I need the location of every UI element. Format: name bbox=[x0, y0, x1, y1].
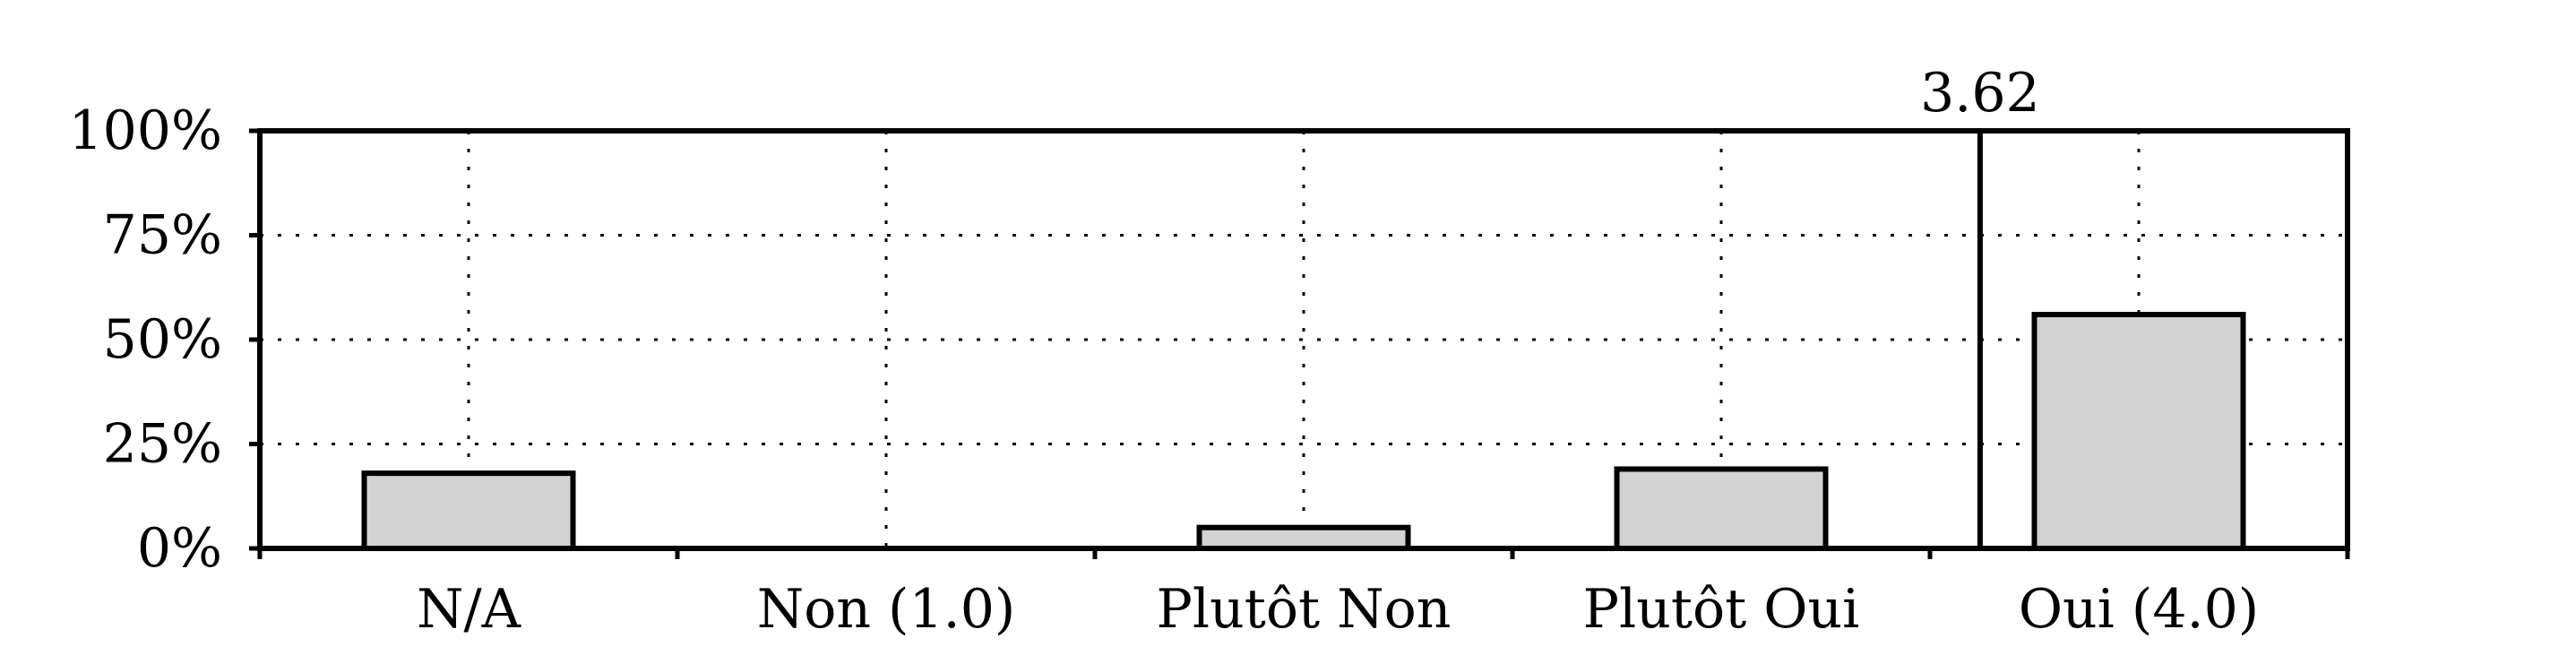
y-tick-label: 50% bbox=[103, 308, 222, 371]
grid-lines bbox=[260, 131, 2348, 548]
x-category-label: Plutôt Non bbox=[1157, 578, 1452, 641]
mean-marker-label: 3.62 bbox=[1920, 62, 2040, 125]
y-tick-label: 0% bbox=[137, 517, 222, 580]
labels: 3.62 0% 25% 50% 75% 100% N/A Non (1.0) Plutôt No… bbox=[68, 62, 2259, 641]
x-category-label: N/A bbox=[417, 578, 521, 641]
y-tick-label: 75% bbox=[103, 204, 222, 267]
bar bbox=[1614, 466, 1829, 552]
x-category-label: Oui (4.0) bbox=[2019, 578, 2259, 641]
x-category-label: Plutôt Oui bbox=[1583, 578, 1860, 641]
axes bbox=[249, 128, 2350, 559]
bar bbox=[2031, 312, 2246, 551]
y-tick-label: 25% bbox=[103, 413, 222, 476]
x-category-label: Non (1.0) bbox=[757, 578, 1016, 641]
bar bbox=[361, 470, 576, 551]
bar bbox=[1196, 524, 1411, 552]
bars bbox=[361, 312, 2246, 552]
y-tick-label: 100% bbox=[68, 99, 222, 162]
